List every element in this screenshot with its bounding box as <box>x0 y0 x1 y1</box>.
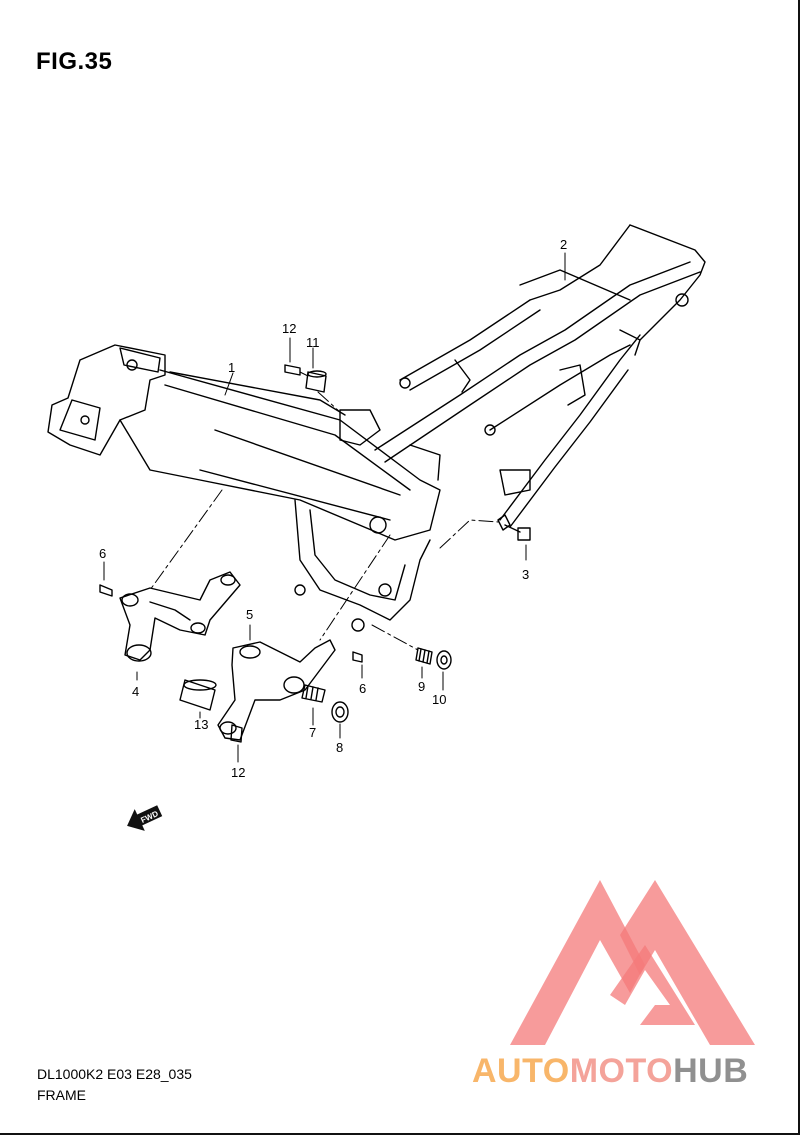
callout-12a: 12 <box>282 321 296 336</box>
main-frame-part-1 <box>47 344 441 632</box>
watermark-part-moto: MOTO <box>569 1052 674 1090</box>
small-parts <box>99 364 452 743</box>
callout-2: 2 <box>560 237 567 252</box>
leader-lines <box>103 252 566 763</box>
rear-subframe-part-2 <box>374 224 706 528</box>
bolt-part-3 <box>497 514 531 541</box>
callout-3: 3 <box>522 567 529 582</box>
callout-labels: 1 2 3 4 5 6 6 7 8 9 10 11 12 12 13 <box>99 237 567 780</box>
model-code: DL1000K2 E03 E28_035 <box>37 1066 192 1082</box>
callout-8: 8 <box>336 740 343 755</box>
watermark-logo-icon <box>510 880 755 1045</box>
forward-arrow-icon: FWD <box>127 805 163 831</box>
watermark-part-hub: HUB <box>673 1052 749 1090</box>
callout-5: 5 <box>246 607 253 622</box>
assembly-lines <box>149 371 499 651</box>
callout-10: 10 <box>432 692 446 707</box>
section-name: FRAME <box>37 1087 86 1103</box>
watermark-text: AUTOMOTOHUB <box>472 1052 748 1091</box>
callout-7: 7 <box>309 725 316 740</box>
fwd-label: FWD <box>139 809 160 825</box>
callout-1: 1 <box>228 360 235 375</box>
callout-12b: 12 <box>231 765 245 780</box>
bracket-part-5 <box>217 639 336 741</box>
callout-6a: 6 <box>99 546 106 561</box>
figure-title: FIG.35 <box>36 48 113 75</box>
watermark-part-auto: AUTO <box>472 1052 570 1090</box>
callout-4: 4 <box>132 684 139 699</box>
footrest-bracket-part-4 <box>119 571 241 662</box>
callout-9: 9 <box>418 679 425 694</box>
callout-11: 11 <box>306 335 320 350</box>
callout-13: 13 <box>194 717 208 732</box>
callout-6b: 6 <box>359 681 366 696</box>
